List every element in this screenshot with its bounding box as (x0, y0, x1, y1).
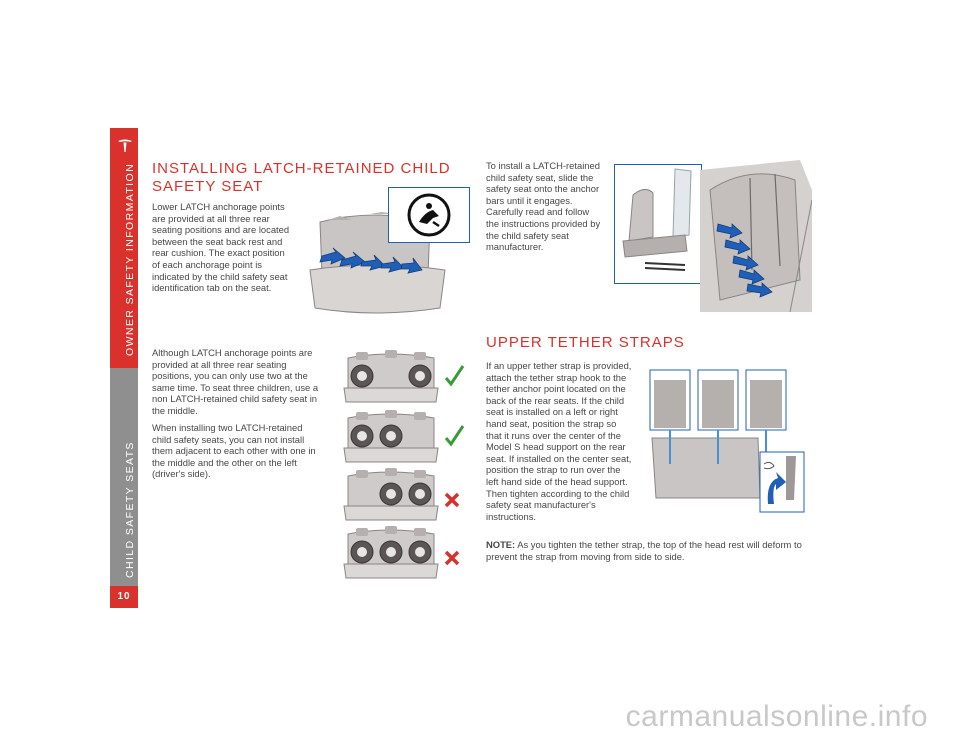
page-number: 10 (117, 591, 131, 602)
rear-seat-anchorage-figure (309, 212, 446, 314)
rear-seat-anchor-bars-figure (700, 160, 812, 312)
seat-config-4 (343, 526, 460, 579)
seat-config-3 (343, 468, 460, 521)
latch-paragraph-3: When installing two LATCH-retained child… (152, 422, 316, 480)
page-number-tab (110, 586, 138, 608)
note-text: As you tighten the tether strap, the top… (486, 539, 802, 562)
tether-heading: UPPER TETHER STRAPS (486, 334, 685, 351)
sidebar-section-child-seats: CHILD SAFETY SEATS (110, 368, 138, 586)
sidebar-owner-safety-label: OWNER SAFETY INFORMATION (124, 162, 136, 356)
tether-paragraph: If an upper tether strap is provided, at… (486, 360, 632, 522)
latch-paragraph-1: Lower LATCH anchorage points are provide… (152, 201, 290, 294)
tether-strap-figure (649, 369, 805, 513)
seat-config-2 (343, 410, 465, 463)
latch-install-text: To install a LATCH-retained child safety… (486, 160, 601, 253)
sidebar-section-owner-safety: OWNER SAFETY INFORMATION (110, 128, 138, 368)
seat-config-1 (343, 350, 465, 403)
note-label: NOTE: (486, 539, 516, 550)
tesla-logo-icon (118, 139, 132, 152)
sidebar-child-seats-label: CHILD SAFETY SEATS (124, 441, 136, 578)
checkmark-icon (444, 365, 465, 387)
cross-icon (444, 492, 460, 508)
latch-symbol-box (388, 187, 470, 243)
latch-paragraph-2: Although LATCH anchorage points are prov… (152, 347, 319, 416)
cross-icon (444, 550, 460, 566)
checkmark-icon (444, 425, 465, 447)
tether-note: NOTE: As you tighten the tether strap, t… (486, 539, 806, 562)
latch-heading: INSTALLING LATCH-RETAINED CHILD SAFETY S… (152, 160, 451, 195)
child-seat-install-figure (614, 164, 702, 284)
child-seat-symbol-icon (407, 193, 451, 237)
watermark: carmanualsonline.info (625, 700, 928, 733)
sidebar: OWNER SAFETY INFORMATION CHILD SAFETY SE… (110, 128, 138, 608)
